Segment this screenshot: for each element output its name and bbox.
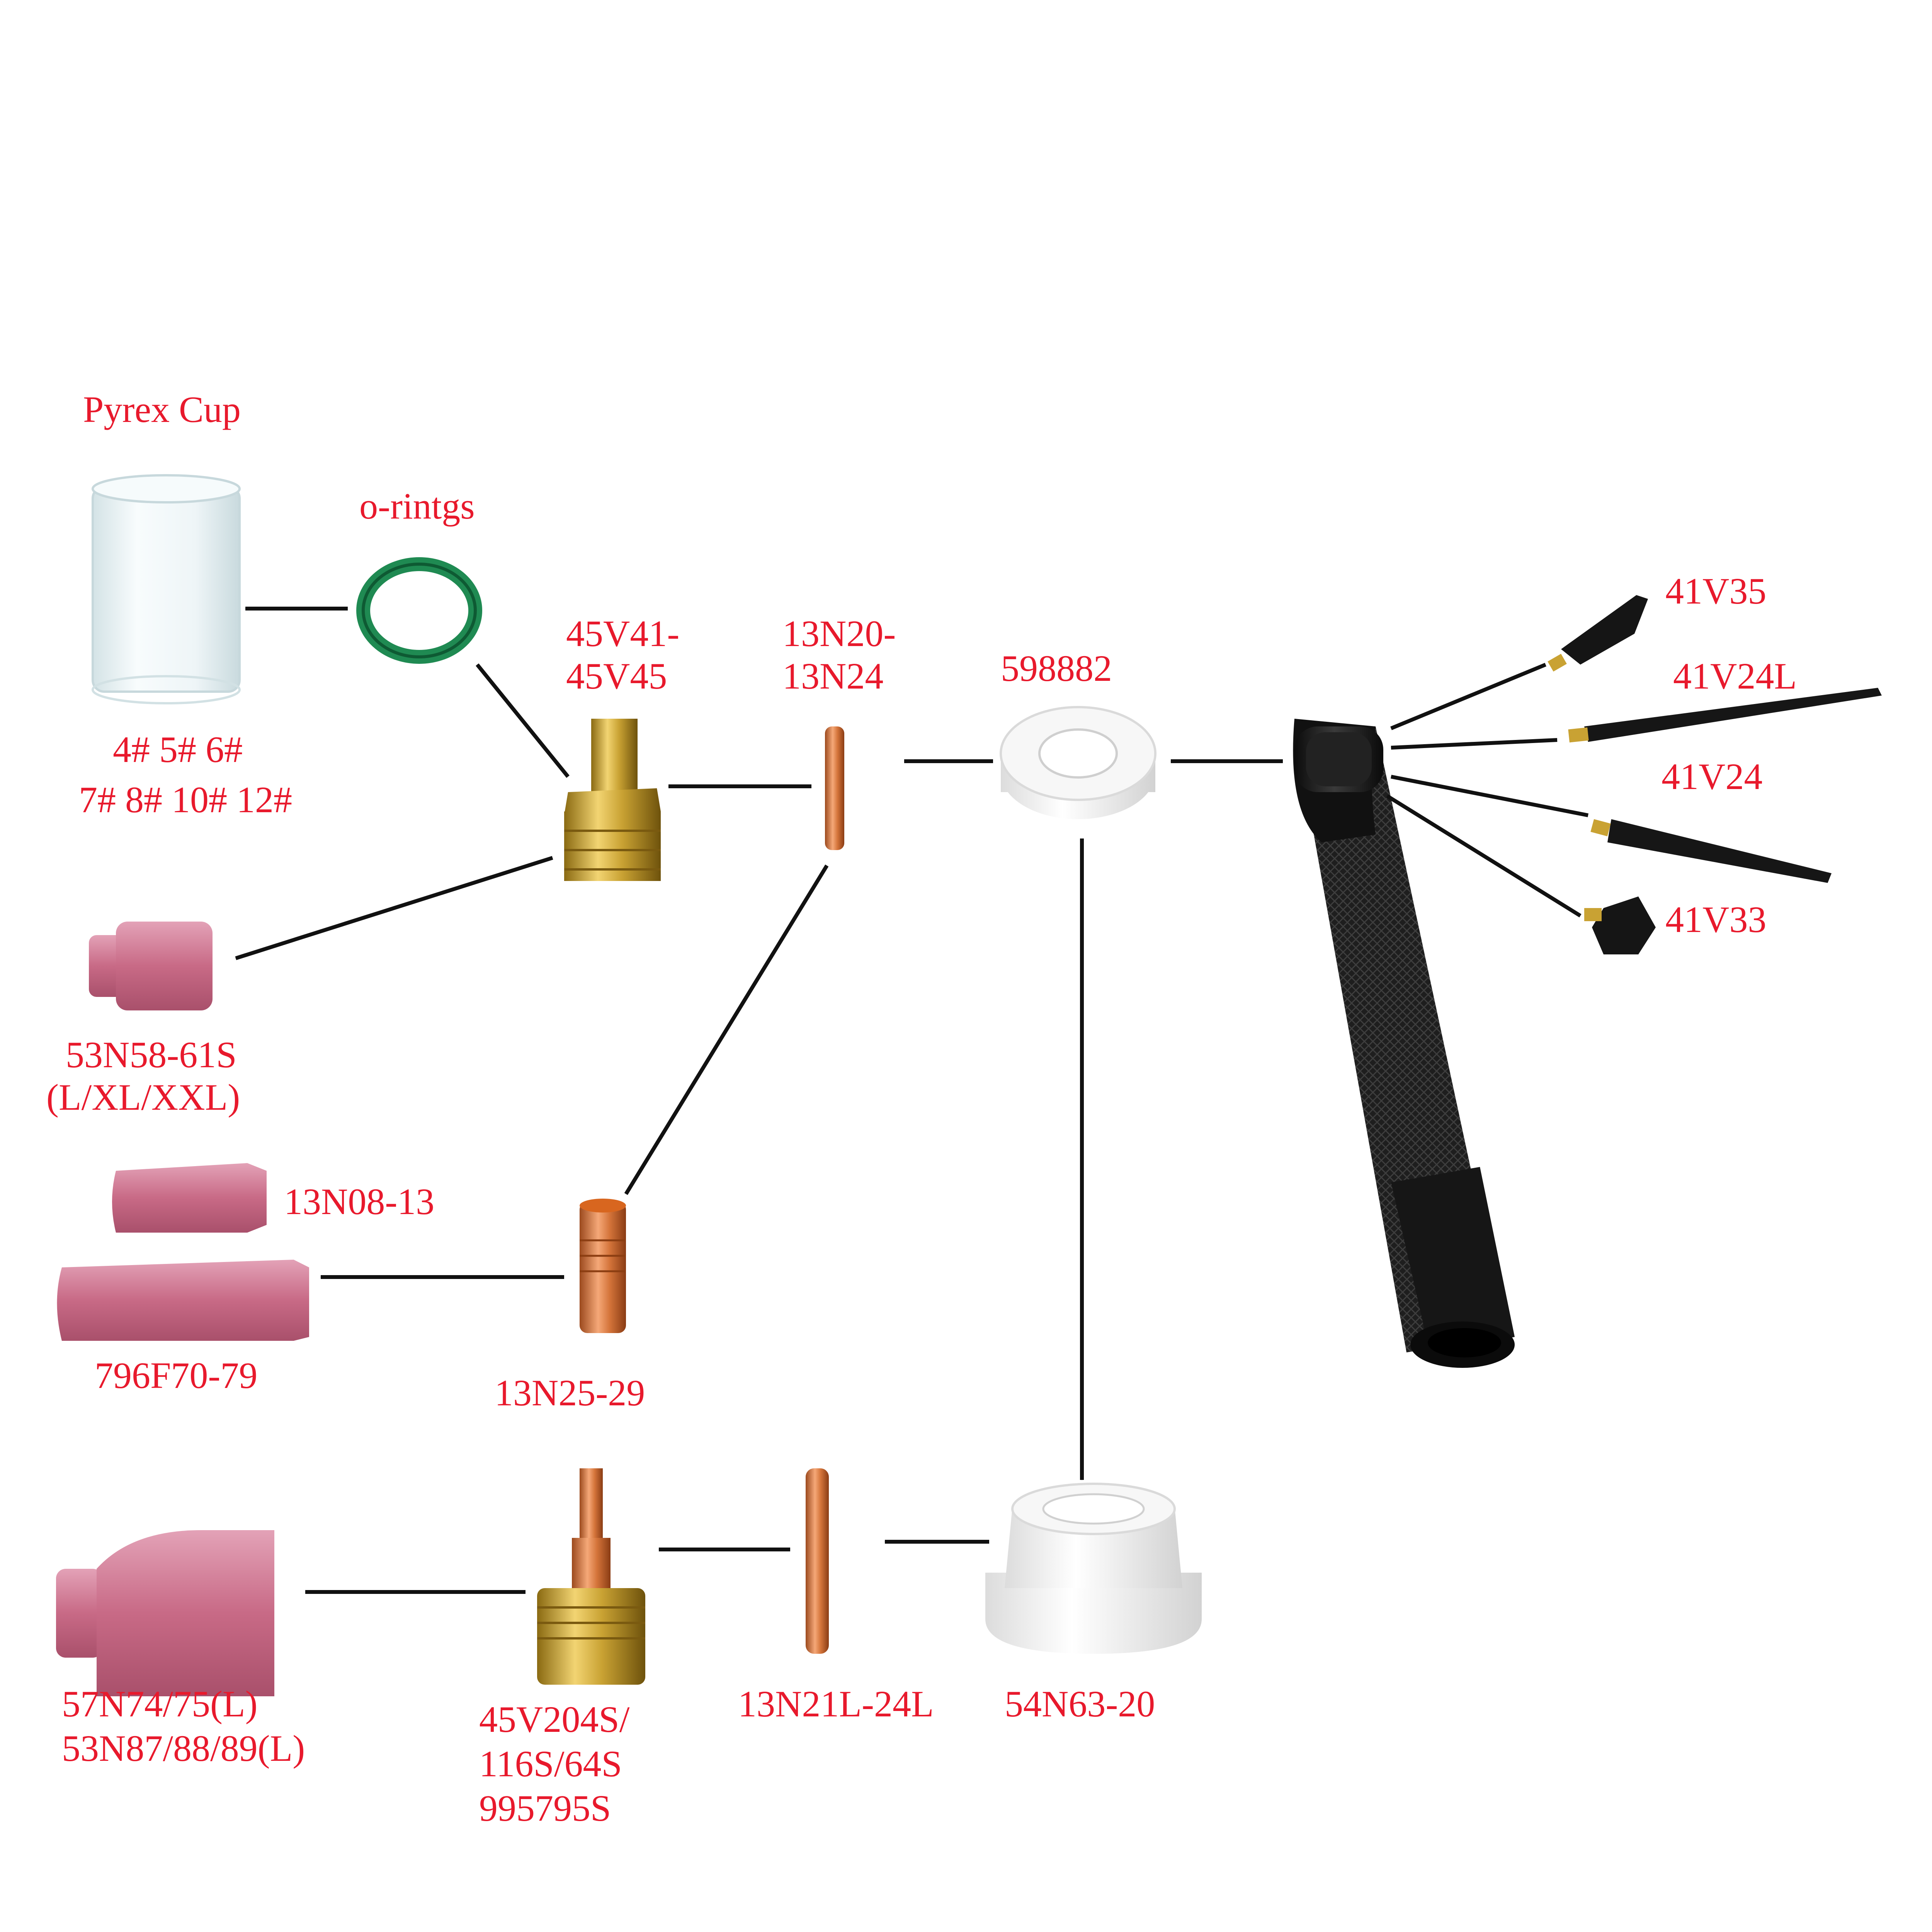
- arrow-back-cap-long: [1391, 738, 1558, 750]
- label-collet-line1: 13N20-: [782, 613, 896, 654]
- label-gas-lens-line2: 45V45: [566, 655, 667, 697]
- label-cup-sizes-line2: 7# 8# 10# 12#: [79, 779, 292, 820]
- label-insulator: 598882: [1001, 648, 1112, 689]
- back-cap-long-image: [1568, 688, 1882, 743]
- label-large-gas-lens-line2: 116S/64S: [479, 1743, 622, 1784]
- gas-lens-cup-image: [89, 922, 213, 1010]
- arrow-collet-to-collet-body: [624, 864, 829, 1195]
- label-long-collet: 13N21L-24L: [738, 1683, 934, 1725]
- label-o-rings: o-rintgs: [359, 485, 475, 527]
- pyrex-cup-image: [92, 474, 241, 704]
- label-collet-body: 13N25-29: [495, 1372, 645, 1413]
- arrow-back-cap-short: [1390, 663, 1546, 730]
- alumina-nozzle-long-image: [57, 1260, 309, 1341]
- label-large-gas-lens-line3: 995795S: [479, 1787, 611, 1829]
- large-cup-image: [56, 1530, 274, 1696]
- arrow-gas-lens-to-o-ring: [476, 663, 570, 778]
- label-collet-line2: 13N24: [782, 655, 884, 697]
- label-gas-lens-line1: 45V41-: [566, 613, 680, 654]
- label-back-cap-long: 41V24L: [1673, 655, 1797, 697]
- back-cap-short-image: [1548, 595, 1648, 672]
- label-large-gas-lens-line1: 45V204S/: [479, 1699, 630, 1740]
- label-large-insulator: 54N63-20: [1005, 1683, 1155, 1725]
- back-cap-button-image: [1584, 896, 1656, 954]
- gas-lens-image: [564, 719, 661, 881]
- large-gas-lens-image: [537, 1468, 645, 1685]
- label-back-cap-medium: 41V24: [1662, 756, 1763, 797]
- label-large-cup-line2: 53N87/88/89(L): [62, 1728, 305, 1769]
- label-alumina-short: 13N08-13: [284, 1181, 435, 1222]
- large-insulator-image: [985, 1483, 1202, 1654]
- alumina-nozzle-short-image: [112, 1163, 267, 1233]
- back-cap-medium-image: [1590, 819, 1832, 883]
- label-gas-lens-cup-line2: (L/XL/XXL): [46, 1077, 240, 1118]
- label-back-cap-button: 41V33: [1665, 899, 1767, 940]
- insulator-image: [1000, 706, 1156, 819]
- label-large-cup-line1: 57N74/75(L): [62, 1683, 258, 1725]
- label-alumina-long: 796F70-79: [95, 1355, 258, 1396]
- arrow-back-cap-button: [1386, 794, 1582, 918]
- arrow-gas-lens-to-cup: [235, 856, 553, 960]
- label-pyrex-cup: Pyrex Cup: [83, 389, 241, 430]
- label-back-cap-short: 41V35: [1665, 570, 1767, 612]
- collet-body-image: [580, 1199, 626, 1333]
- arrow-back-cap-medium: [1391, 775, 1588, 817]
- torch-body-image: [1293, 719, 1515, 1368]
- collet-image: [825, 726, 844, 850]
- label-gas-lens-cup-line1: 53N58-61S: [66, 1034, 237, 1075]
- label-cup-sizes-line1: 4# 5# 6#: [113, 729, 243, 770]
- o-ring-image: [356, 557, 482, 664]
- long-collet-image: [806, 1468, 829, 1654]
- arrows: [235, 607, 1588, 1594]
